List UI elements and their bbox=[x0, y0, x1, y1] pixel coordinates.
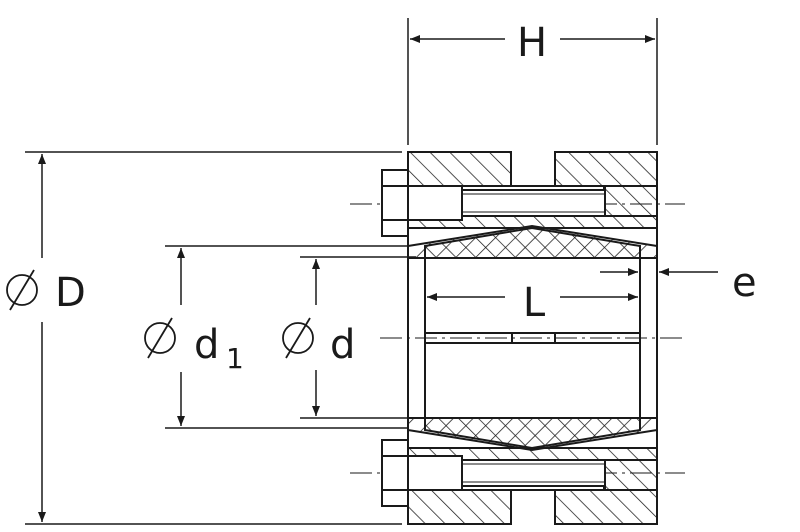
bolt-bottom bbox=[381, 439, 606, 507]
label-d1-subscript: 1 bbox=[226, 342, 244, 375]
label-d1: d bbox=[194, 322, 219, 368]
diameter-symbol-d bbox=[282, 317, 314, 359]
label-outer-diameter: D bbox=[55, 270, 86, 316]
label-e: e bbox=[732, 260, 757, 306]
cone-ring-bottom bbox=[407, 417, 658, 452]
label-l: L bbox=[523, 280, 546, 326]
dimension-d bbox=[300, 256, 416, 419]
inner-sleeve bbox=[424, 257, 641, 419]
bolt-top bbox=[381, 169, 606, 237]
diameter-symbol-d-outer bbox=[6, 269, 38, 311]
diameter-symbol-d1 bbox=[144, 317, 176, 359]
dimension-d1 bbox=[165, 245, 408, 429]
label-h: H bbox=[517, 20, 547, 66]
dimension-outer-diameter bbox=[25, 151, 402, 525]
dimension-h bbox=[407, 18, 658, 145]
label-d: d bbox=[330, 322, 355, 368]
cone-ring-top bbox=[407, 224, 658, 259]
